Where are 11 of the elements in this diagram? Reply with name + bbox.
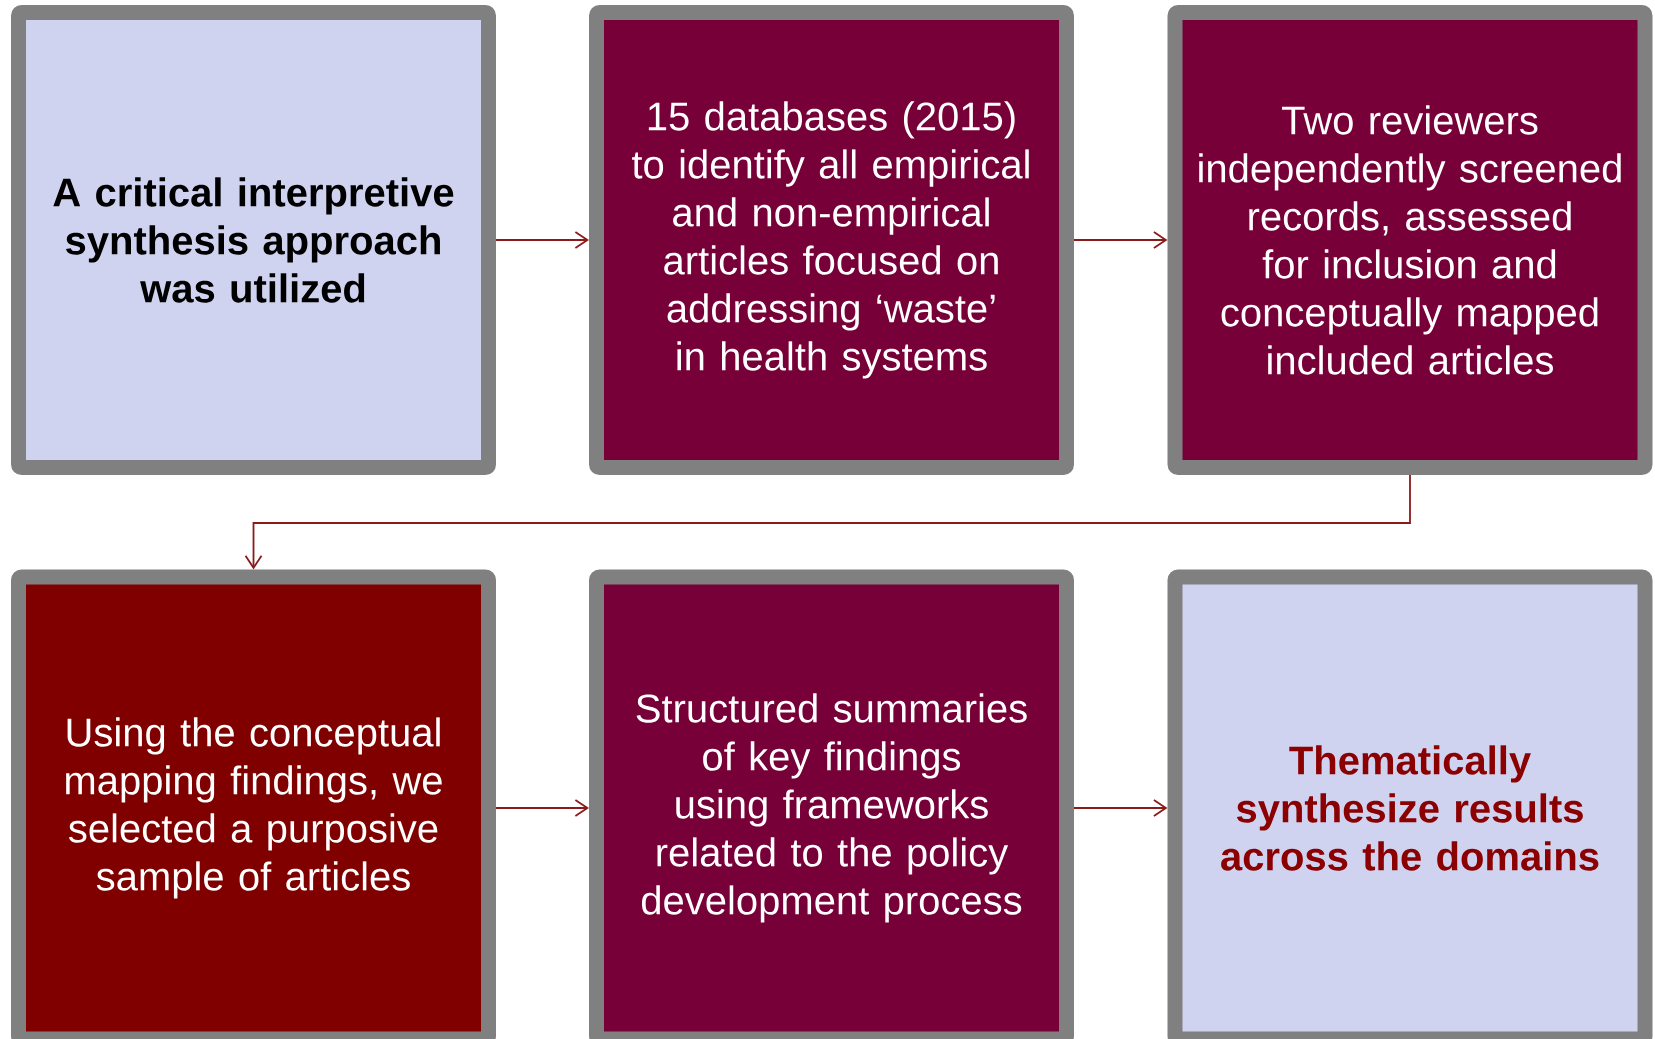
process-box: Thematically synthesize results across the domains xyxy=(1167,569,1653,1039)
arrow xyxy=(495,231,589,249)
process-box: A critical interpretive synthesis approach was utilized xyxy=(11,5,496,475)
arrow xyxy=(1073,799,1168,817)
process-box: Using the conceptual mapping findings, we selected a purposive sample of articles xyxy=(11,569,496,1039)
arrow xyxy=(244,474,1411,570)
process-box: Structured summaries of key findings using frameworks related to the policy development process xyxy=(589,569,1074,1039)
arrow xyxy=(1073,231,1168,249)
process-box: 15 databases (2015) to identify all empirical and non-empirical articles focused on addressing ‘waste’ in health systems xyxy=(589,5,1074,475)
arrow xyxy=(495,799,589,817)
process-box: Two reviewers independently screened records, assessed for inclusion and conceptually mapped included articles xyxy=(1167,5,1653,475)
